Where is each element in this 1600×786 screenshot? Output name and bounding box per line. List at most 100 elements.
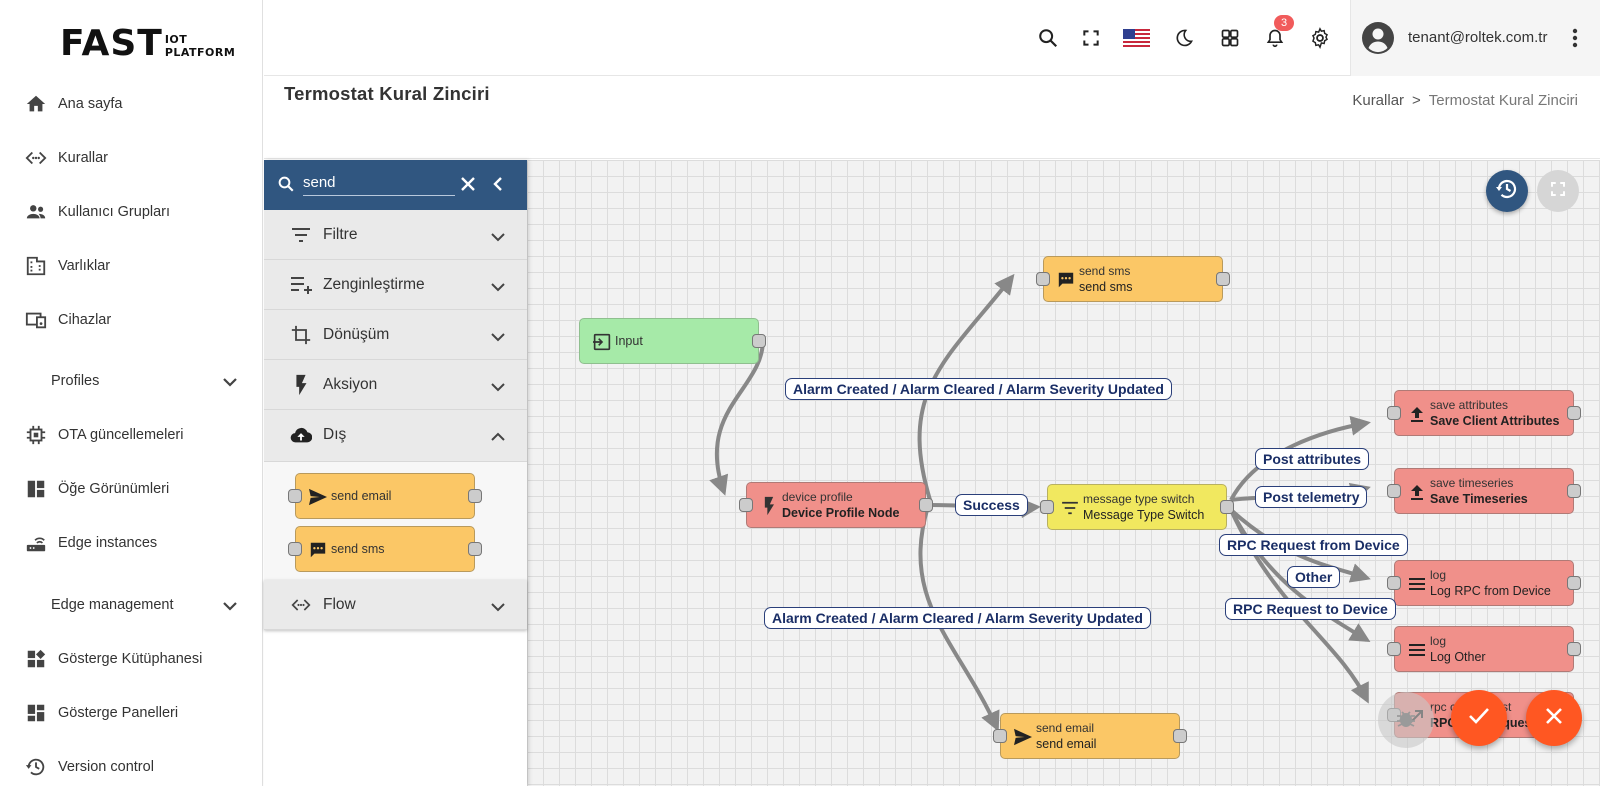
- more-vert-icon[interactable]: [1567, 26, 1583, 50]
- library-category-transformation[interactable]: Dönüşüm: [264, 310, 527, 360]
- sidebar-item-home[interactable]: Ana sayfa: [0, 79, 262, 129]
- rule-node-message-type-switch[interactable]: message type switch Message Type Switch: [1040, 484, 1234, 530]
- node-output-port[interactable]: [752, 334, 766, 348]
- library-category-label: Dış: [323, 426, 347, 443]
- sidebar-item-version-control[interactable]: Version control: [0, 742, 262, 786]
- rule-node-input[interactable]: Input: [579, 318, 766, 364]
- canvas-fullscreen-button[interactable]: [1537, 170, 1579, 212]
- rule-node-send-sms[interactable]: send sms send sms: [1036, 256, 1230, 302]
- node-output-port[interactable]: [1567, 576, 1581, 590]
- edge-input-to-profile: [709, 339, 765, 496]
- flash-icon: [759, 496, 779, 516]
- node-input-port[interactable]: [993, 729, 1007, 743]
- node-input-port[interactable]: [288, 542, 302, 556]
- node-input-port[interactable]: [1036, 272, 1050, 286]
- apps-icon[interactable]: [1218, 26, 1242, 50]
- sidebar-item-label: OTA güncellemeleri: [58, 427, 184, 443]
- collapse-panel-icon[interactable]: [493, 177, 503, 196]
- library-category-label: Flow: [323, 596, 356, 613]
- sidebar-item-label: Öğe Görünümleri: [58, 481, 170, 497]
- rule-node-log-rpc[interactable]: log Log RPC from Device: [1387, 560, 1581, 606]
- library-category-enrichment[interactable]: Zenginleştirme: [264, 260, 527, 310]
- sidebar-item-assets[interactable]: Varlıklar: [0, 241, 262, 291]
- library-category-filter[interactable]: Filtre: [264, 210, 527, 260]
- settings-icon[interactable]: [1308, 26, 1332, 50]
- avatar[interactable]: [1362, 22, 1394, 54]
- notification-badge: 3: [1274, 15, 1294, 31]
- debug-mode-button[interactable]: [1378, 692, 1434, 748]
- node-input-port[interactable]: [739, 498, 753, 512]
- node-output-port[interactable]: [1567, 406, 1581, 420]
- library-category-external[interactable]: Dış: [264, 410, 527, 462]
- library-node-send-email[interactable]: send email: [288, 473, 482, 519]
- dark-mode-icon[interactable]: [1172, 26, 1196, 50]
- sidebar-item-devices[interactable]: Cihazlar: [0, 295, 262, 345]
- node-input-port[interactable]: [1387, 484, 1401, 498]
- sidebar-item-user-groups[interactable]: Kullanıcı Grupları: [0, 187, 262, 237]
- chevron-down-icon: [491, 279, 505, 297]
- sidebar-item-widget-views[interactable]: Öğe Görünümleri: [0, 464, 262, 514]
- library-category-action[interactable]: Aksiyon: [264, 360, 527, 410]
- sidebar-item-rules[interactable]: Kurallar: [0, 133, 262, 183]
- us-flag-icon[interactable]: [1122, 26, 1150, 50]
- node-output-port[interactable]: [1220, 500, 1234, 514]
- version-history-button[interactable]: [1486, 170, 1528, 212]
- input-icon: [592, 332, 612, 352]
- rule-node-device-profile[interactable]: device profile Device Profile Node: [739, 482, 933, 528]
- discard-changes-button[interactable]: [1526, 690, 1582, 746]
- chevron-down-icon: [491, 379, 505, 397]
- node-output-port[interactable]: [919, 498, 933, 512]
- rule-node-save-attributes[interactable]: save attributes Save Client Attributes: [1387, 390, 1581, 436]
- edge-label-alarm-email[interactable]: Alarm Created / Alarm Cleared / Alarm Se…: [764, 607, 1151, 629]
- node-input-port[interactable]: [288, 489, 302, 503]
- notifications-icon[interactable]: [1263, 26, 1287, 50]
- rule-node-log-other[interactable]: log Log Other: [1387, 626, 1581, 672]
- rule-node-save-timeseries[interactable]: save timeseries Save Timeseries: [1387, 468, 1581, 514]
- sidebar-group-profiles[interactable]: Profiles: [0, 356, 262, 406]
- sidebar-item-label: Gösterge Panelleri: [58, 705, 179, 721]
- node-input-port[interactable]: [1040, 500, 1054, 514]
- breadcrumb-link-rules[interactable]: Kurallar: [1352, 92, 1405, 109]
- node-output-port[interactable]: [468, 542, 482, 556]
- edge-label-post-attributes[interactable]: Post attributes: [1255, 448, 1370, 470]
- history-icon: [25, 756, 47, 778]
- edge-label-success[interactable]: Success: [955, 494, 1028, 516]
- clear-search-icon[interactable]: [460, 176, 476, 197]
- node-name: Input: [615, 334, 643, 348]
- sidebar-item-dashboard-library[interactable]: Gösterge Kütüphanesi: [0, 634, 262, 684]
- sms-icon: [308, 540, 328, 560]
- widgets-icon: [25, 478, 47, 500]
- node-input-port[interactable]: [1387, 406, 1401, 420]
- apply-changes-button[interactable]: [1451, 690, 1507, 746]
- node-input-port[interactable]: [1387, 642, 1401, 656]
- library-category-flow[interactable]: Flow: [264, 580, 527, 630]
- edge-label-rpc-to-device[interactable]: RPC Request to Device: [1225, 598, 1396, 620]
- edge-label-post-telemetry[interactable]: Post telemetry: [1255, 486, 1368, 508]
- edge-label-rpc-from-device[interactable]: RPC Request from Device: [1219, 534, 1408, 556]
- node-output-port[interactable]: [468, 489, 482, 503]
- rule-node-send-email[interactable]: send email send email: [993, 713, 1187, 759]
- node-output-port[interactable]: [1216, 272, 1230, 286]
- library-search-input[interactable]: [303, 170, 455, 196]
- sidebar-item-ota[interactable]: OTA güncellemeleri: [0, 410, 262, 460]
- library-search-bar: [264, 160, 527, 210]
- node-output-port[interactable]: [1567, 642, 1581, 656]
- search-icon[interactable]: [1036, 26, 1060, 50]
- sidebar-group-edge-management[interactable]: Edge management: [0, 580, 262, 630]
- sidebar-item-edge-instances[interactable]: Edge instances: [0, 518, 262, 568]
- breadcrumb: Kurallar>Termostat Kural Zinciri: [1352, 92, 1578, 109]
- brand-logo[interactable]: FAST IOT PLATFORM: [60, 20, 262, 62]
- rule-chain-canvas[interactable]: Input device profile Device Profile Node…: [527, 160, 1600, 786]
- edge-label-other[interactable]: Other: [1287, 566, 1341, 588]
- fullscreen-icon[interactable]: [1079, 26, 1103, 50]
- library-category-label: Aksiyon: [323, 376, 378, 393]
- node-output-port[interactable]: [1173, 729, 1187, 743]
- node-type: log: [1430, 634, 1447, 648]
- library-node-send-sms[interactable]: send sms: [288, 526, 482, 572]
- node-input-port[interactable]: [1387, 576, 1401, 590]
- node-type: device profile: [782, 490, 853, 504]
- sidebar-item-dashboards[interactable]: Gösterge Panelleri: [0, 688, 262, 738]
- edge-label-alarm-sms[interactable]: Alarm Created / Alarm Cleared / Alarm Se…: [785, 378, 1172, 400]
- upload-icon: [1407, 482, 1427, 502]
- node-output-port[interactable]: [1567, 484, 1581, 498]
